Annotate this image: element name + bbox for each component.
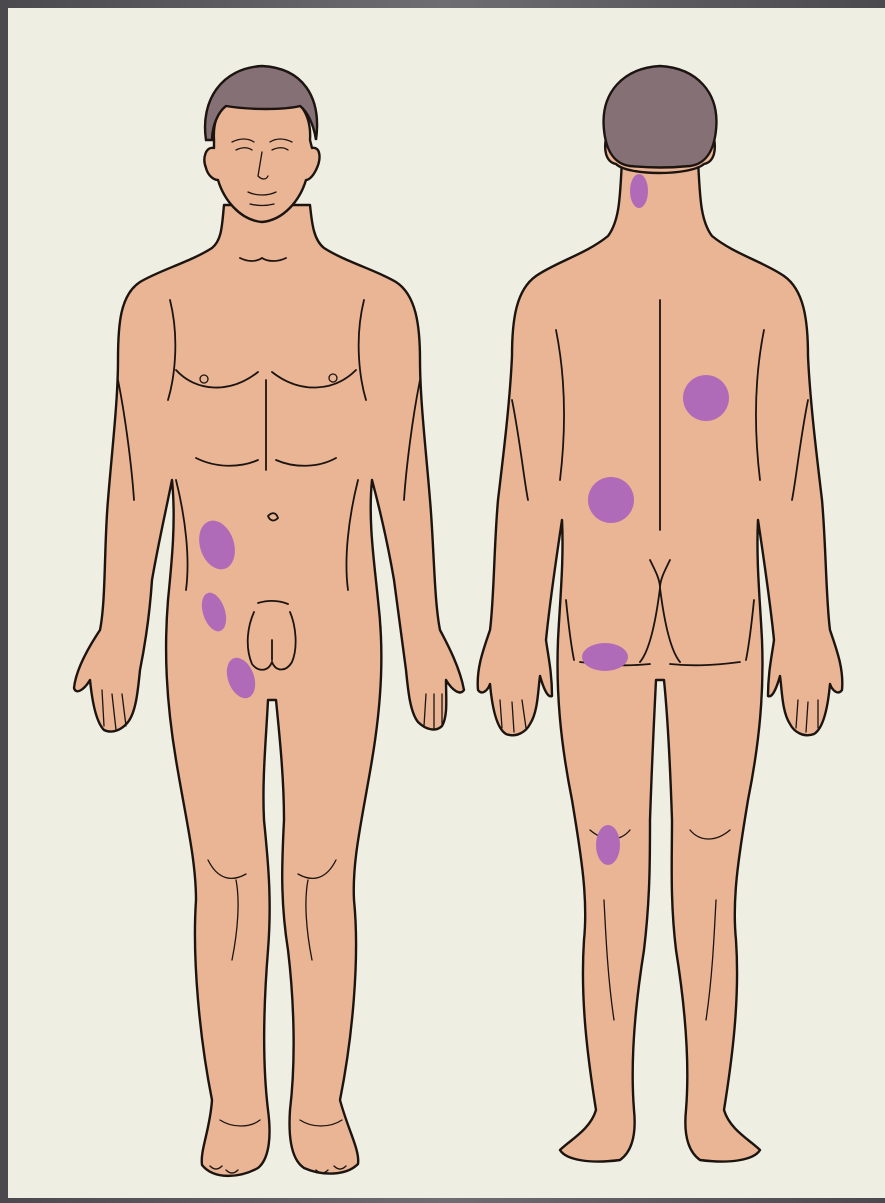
spot-neck-back xyxy=(630,174,648,208)
back-hair xyxy=(604,66,717,168)
back-leg-lines xyxy=(500,700,818,1020)
spot-upper-back-right xyxy=(683,375,729,421)
front-figure xyxy=(74,66,464,1176)
spot-buttock-left xyxy=(582,643,628,671)
front-body-outline xyxy=(74,205,464,1176)
spot-lower-back-left xyxy=(588,477,634,523)
spot-knee-back-left xyxy=(596,825,620,865)
back-figure xyxy=(478,66,843,1162)
